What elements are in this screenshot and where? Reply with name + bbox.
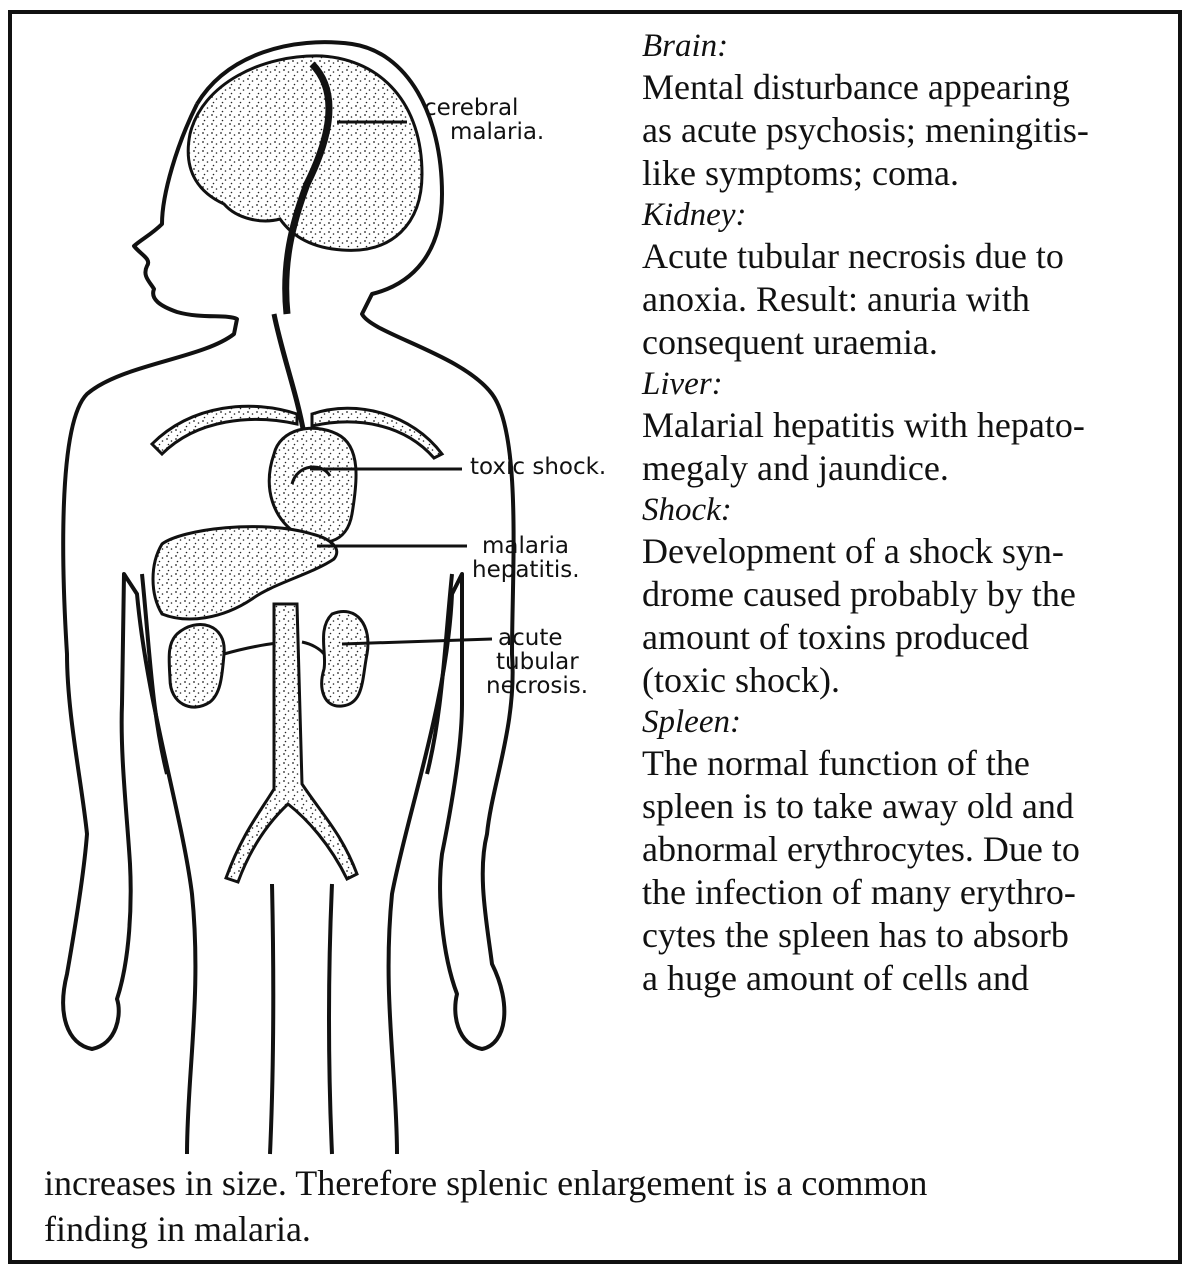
heart-shape [269, 428, 356, 542]
footer-text-line: increases in size. Therefore splenic enl… [44, 1160, 1174, 1206]
spleen-heading: Spleen: [642, 702, 1172, 742]
brain-heading: Brain: [642, 26, 1172, 66]
brain-text-line: like symptoms; coma. [642, 152, 1172, 195]
spleen-text-line: the infection of many erythro- [642, 871, 1172, 914]
toxic-shock-label: toxic shock. [470, 455, 606, 479]
liver-shape [153, 527, 337, 619]
spleen-text-line: a huge amount of cells and [642, 957, 1172, 1000]
shock-heading: Shock: [642, 490, 1172, 530]
cerebral-malaria-label: cerebral malaria. [410, 96, 544, 144]
liver-heading: Liver: [642, 364, 1172, 404]
spleen-text-line: spleen is to take away old and [642, 785, 1172, 828]
kidney-text-line: consequent uraemia. [642, 321, 1172, 364]
shock-text-line: amount of toxins produced [642, 616, 1172, 659]
brain-text-line: as acute psychosis; meningitis- [642, 109, 1172, 152]
shock-text-line: drome caused probably by the [642, 573, 1172, 616]
kidney-text-line: Acute tubular necrosis due to [642, 235, 1172, 278]
body-figure-illustration [12, 14, 652, 1164]
brain-text-line: Mental disturbance appearing [642, 66, 1172, 109]
spleen-continuation: increases in size. Therefore splenic enl… [44, 1160, 1174, 1252]
left-kidney [169, 624, 224, 707]
kidney-heading: Kidney: [642, 195, 1172, 235]
shock-text-line: Development of a shock syn- [642, 530, 1172, 573]
liver-text-line: Malarial hepatitis with hepato- [642, 404, 1172, 447]
right-kidney [322, 612, 368, 707]
liver-text-line: megaly and jaundice. [642, 447, 1172, 490]
organ-descriptions: Brain: Mental disturbance appearing as a… [642, 26, 1172, 1000]
acute-tubular-necrosis-label: acute tubular necrosis. [486, 626, 588, 698]
spleen-text-line: The normal function of the [642, 742, 1172, 785]
brain-shape [188, 56, 422, 250]
footer-text-line: finding in malaria. [44, 1206, 1174, 1252]
spleen-text-line: cytes the spleen has to absorb [642, 914, 1172, 957]
malaria-hepatitis-label: malaria hepatitis. [472, 534, 580, 582]
kidney-text-line: anoxia. Result: anuria with [642, 278, 1172, 321]
spleen-text-line: abnormal erythrocytes. Due to [642, 828, 1172, 871]
shock-text-line: (toxic shock). [642, 659, 1172, 702]
